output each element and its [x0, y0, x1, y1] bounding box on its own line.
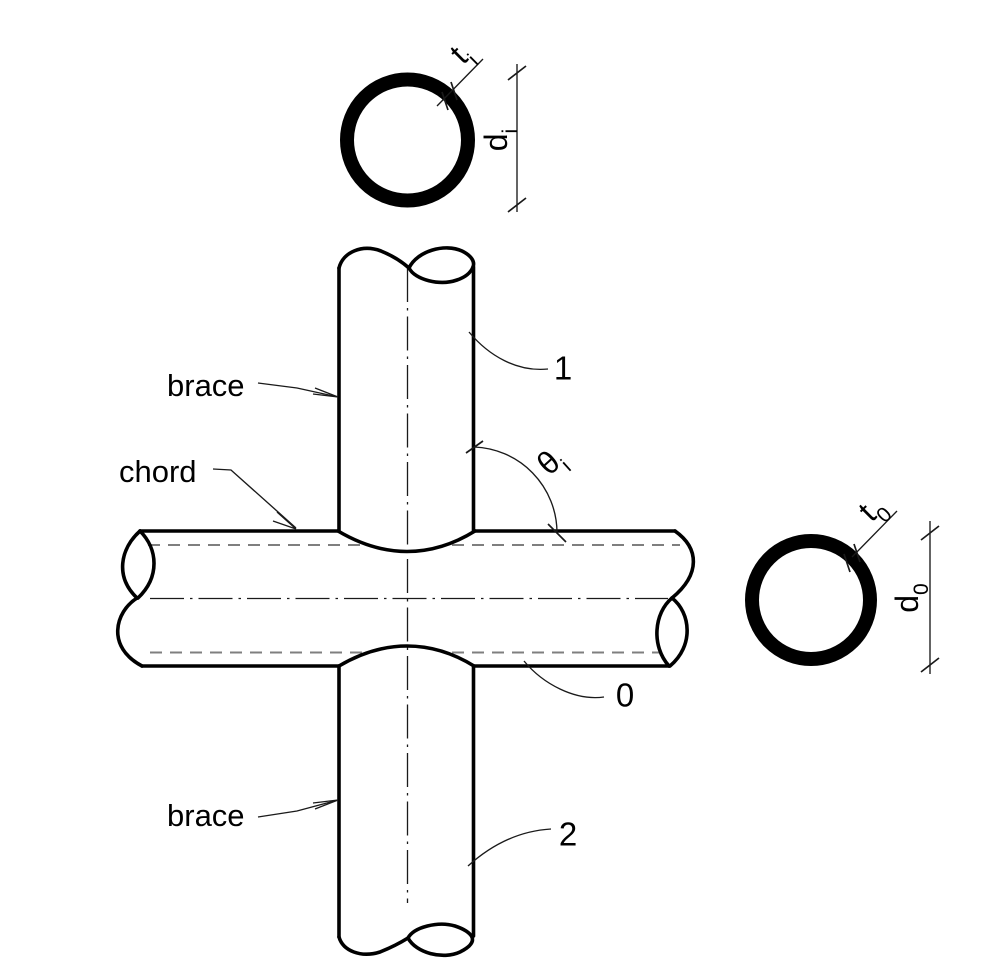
- angle-arc: [465, 440, 567, 543]
- t0-leader: [851, 510, 898, 558]
- chord-right-break: [655, 529, 696, 668]
- leader-1: [468, 331, 549, 371]
- leader-lines: [212, 331, 605, 867]
- t0-wall-ticks: [843, 543, 861, 573]
- dim-label-di: di: [478, 128, 522, 152]
- chord-outline: [115, 529, 696, 668]
- brace-cross-section: [340, 58, 527, 213]
- chord-hidden-inner-walls: [148, 544, 680, 654]
- top-saddle: [336, 529, 477, 554]
- chord-ring: [745, 534, 877, 666]
- bottom-brace-break: [337, 922, 475, 958]
- arc-tick-bottom: [547, 523, 567, 543]
- bottom-saddle: [337, 644, 476, 668]
- member-number-2: 2: [558, 815, 578, 853]
- label-brace-top: brace: [167, 368, 245, 403]
- label-brace-bottom: brace: [167, 798, 245, 833]
- member-number-0: 0: [615, 676, 635, 714]
- top-brace-break: [337, 246, 476, 285]
- chord-cross-section: [745, 510, 940, 674]
- label-chord: chord: [119, 454, 197, 489]
- brace-ring: [340, 72, 475, 208]
- leader-0: [523, 660, 605, 699]
- centerlines: [150, 268, 668, 903]
- d0-dim-ticks: [920, 525, 940, 673]
- dim-label-d0: d0: [889, 583, 933, 613]
- top-brace-outline: [337, 246, 476, 533]
- chord-left-break: [115, 529, 156, 668]
- member-number-1: 1: [553, 349, 573, 387]
- arc-tick-top: [465, 440, 484, 454]
- bottom-brace-outline: [337, 664, 476, 958]
- di-dim-ticks: [507, 65, 527, 213]
- ti-wall-ticks: [441, 81, 458, 111]
- leader-2: [467, 828, 552, 867]
